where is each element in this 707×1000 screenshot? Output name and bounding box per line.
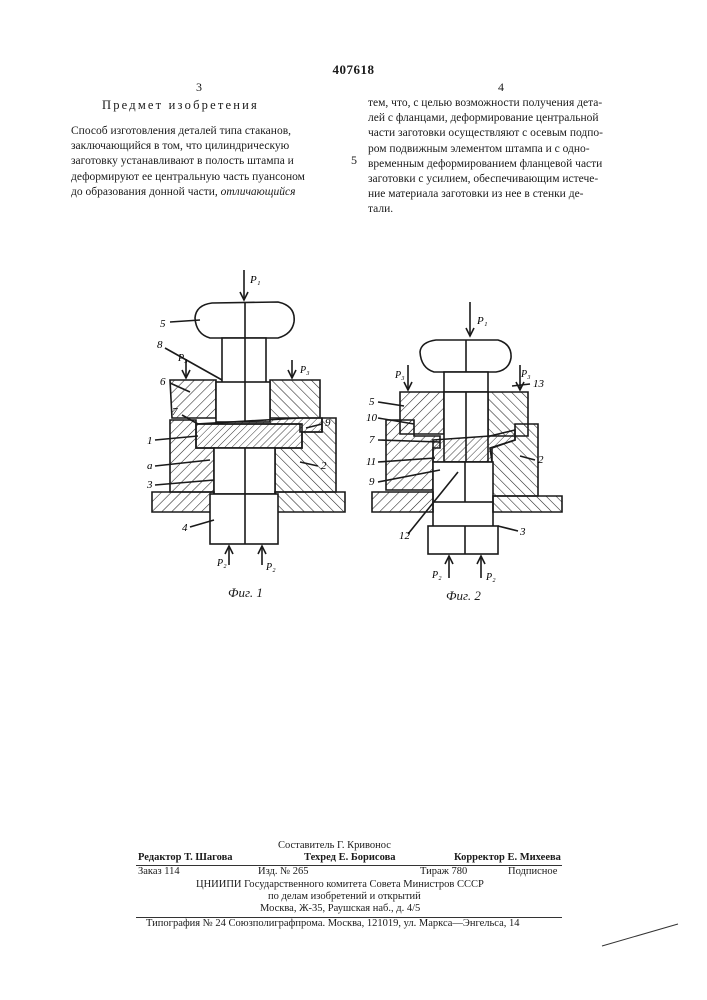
punch-body: [216, 382, 270, 422]
punch-stem: [444, 372, 488, 392]
counter-punch: [433, 462, 493, 502]
imprint-org-line1: ЦНИИПИ Государственного комитета Совета …: [196, 879, 484, 891]
fig2-label-3: 3: [519, 526, 526, 538]
fig2-label-10: 10: [366, 412, 378, 424]
base-right: [493, 496, 562, 512]
imprint-compiler: Составитель Г. Кривонос: [278, 840, 391, 852]
right-text-line: лей с фланцами, деформирование центральн…: [368, 111, 668, 126]
fig1-label-p2-left: P₂: [216, 558, 227, 569]
base-right: [275, 492, 345, 512]
fig1-label-8: 8: [157, 339, 163, 351]
patent-number: 407618: [0, 62, 707, 78]
imprint-corrector: Корректор Е. Михеева: [454, 852, 561, 864]
right-text-line: тем, что, с целью возможности получения …: [368, 96, 668, 111]
fig1-label-9: 9: [325, 417, 331, 429]
scan-mark: [600, 920, 680, 950]
fig1-label-1: 1: [147, 435, 153, 447]
left-text-line: заключающийся в том, что цилиндрическую: [71, 139, 361, 154]
figure-1-caption: Фиг. 1: [228, 585, 263, 601]
figure-2-caption: Фиг. 2: [446, 588, 481, 604]
right-text-line: ние материала заготовки из нее в стенки …: [368, 187, 668, 202]
left-text-line: Способ изготовления деталей типа стакано…: [71, 124, 361, 139]
punch-stem: [222, 338, 266, 384]
line-marker: 5: [351, 153, 357, 168]
fig2-label-p1: P₁: [476, 315, 488, 327]
fig2-label-9: 9: [369, 476, 375, 488]
imprint-techred: Техред Е. Борисова: [304, 852, 396, 864]
die-upper-right: [270, 380, 320, 418]
imprint-org-line2: по делам изобретений и открытий: [268, 891, 421, 903]
left-column-number: 3: [196, 80, 202, 95]
imprint-order: Заказ 114: [138, 866, 180, 878]
left-text-line: деформируют ее центральную часть пуансон…: [71, 170, 361, 185]
left-text-column: Способ изготовления деталей типа стакано…: [71, 124, 361, 200]
imprint-rule-top: [136, 865, 562, 866]
left-text-emphasis: отличающийся: [221, 186, 296, 198]
left-text-line: до образования донной части, отличающийс…: [71, 185, 361, 200]
right-text-line: заготовки с усилием, обеспечивающим исте…: [368, 172, 668, 187]
fig1-label-p3-right: P₃: [299, 365, 310, 376]
fig2-label-p3-right: P₃: [520, 369, 531, 380]
right-text-column: тем, что, с целью возможности получения …: [368, 96, 668, 218]
imprint-editor: Редактор Т. Шагова: [138, 852, 233, 864]
fig2-label-2: 2: [538, 454, 544, 466]
fig1-label-4: 4: [182, 522, 188, 534]
fig1-label-3: 3: [146, 479, 153, 491]
blank-center: [196, 424, 302, 448]
fig2-label-5: 5: [369, 396, 375, 408]
figure-1-drawing: P₁ P₃ P₃ P₂ P₂ 5 8 6 7 1 а 3 9 2 4: [130, 265, 360, 585]
fig1-label-p1: P₁: [249, 274, 261, 286]
fig2-label-7: 7: [369, 434, 375, 446]
fig1-label-7: 7: [172, 406, 178, 418]
base-left: [372, 492, 433, 512]
fig1-label-5: 5: [160, 318, 166, 330]
lower-punch: [210, 494, 278, 544]
fig2-label-p2-left: P₂: [431, 570, 442, 581]
imprint-address: Москва, Ж-35, Раушская наб., д. 4/5: [260, 903, 420, 915]
fig1-label-p2-right: P₂: [265, 562, 276, 573]
fig2-label-p2-right: P₂: [485, 572, 496, 583]
fig2-label-13: 13: [533, 378, 545, 390]
figure-2-drawing: P₁ P₃ P₃ P₂ P₂ 5 10 7 11 9 13 2 12 3: [360, 285, 570, 590]
base-left: [152, 492, 214, 512]
fig1-label-a: а: [147, 460, 153, 472]
lower-punch: [428, 526, 498, 554]
left-text-line-start: до образования донной части,: [71, 186, 221, 198]
imprint-tirazh: Тираж 780: [420, 866, 467, 878]
right-text-line: временным деформированием фланцевой част…: [368, 157, 668, 172]
fig1-label-6: 6: [160, 376, 166, 388]
fig1-label-p3-left: P₃: [177, 353, 188, 364]
fig1-label-2: 2: [321, 460, 327, 472]
right-text-line: ром подвижным элементом штампа и с одно-: [368, 142, 668, 157]
fig2-label-12: 12: [399, 530, 411, 542]
right-text-line: части заготовки осуществляют с осевым по…: [368, 126, 668, 141]
imprint-typography: Типография № 24 Союзполиграфпрома. Москв…: [146, 918, 520, 930]
imprint-izd: Изд. № 265: [258, 866, 309, 878]
imprint-podpisnoe: Подписное: [508, 866, 557, 878]
section-heading: Предмет изобретения: [102, 98, 259, 113]
fig2-label-p3-left: P₃: [394, 370, 405, 381]
fig2-label-11: 11: [366, 456, 376, 468]
right-column-number: 4: [498, 80, 504, 95]
left-text-line: заготовку устанавливают в полость штампа…: [71, 154, 361, 169]
right-text-line: тали.: [368, 202, 668, 217]
